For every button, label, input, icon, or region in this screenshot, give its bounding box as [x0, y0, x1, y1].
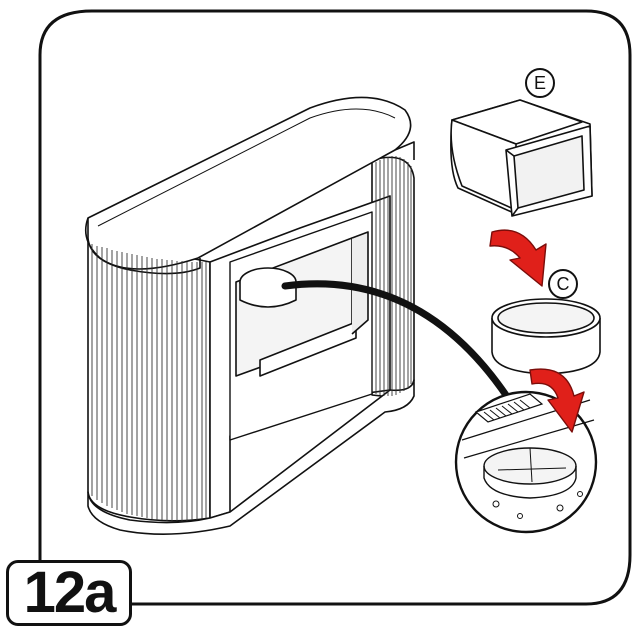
side-slot [259, 321, 357, 377]
arrow-c-to-outlet [529, 368, 585, 433]
adapter-e [450, 99, 593, 217]
leader-line [281, 280, 512, 402]
base-plate [87, 379, 415, 535]
callout-c-label: C [548, 269, 578, 299]
callout-e-label: E [525, 68, 555, 98]
frame-border-left [38, 9, 93, 560]
column-fluting [91, 156, 412, 521]
arrow-e-to-c [489, 229, 547, 287]
step-number-label: 12a [6, 560, 132, 626]
filter-grille [474, 393, 544, 423]
frame-border [92, 9, 632, 606]
collar-c [491, 298, 601, 375]
hood-body [84, 96, 415, 535]
